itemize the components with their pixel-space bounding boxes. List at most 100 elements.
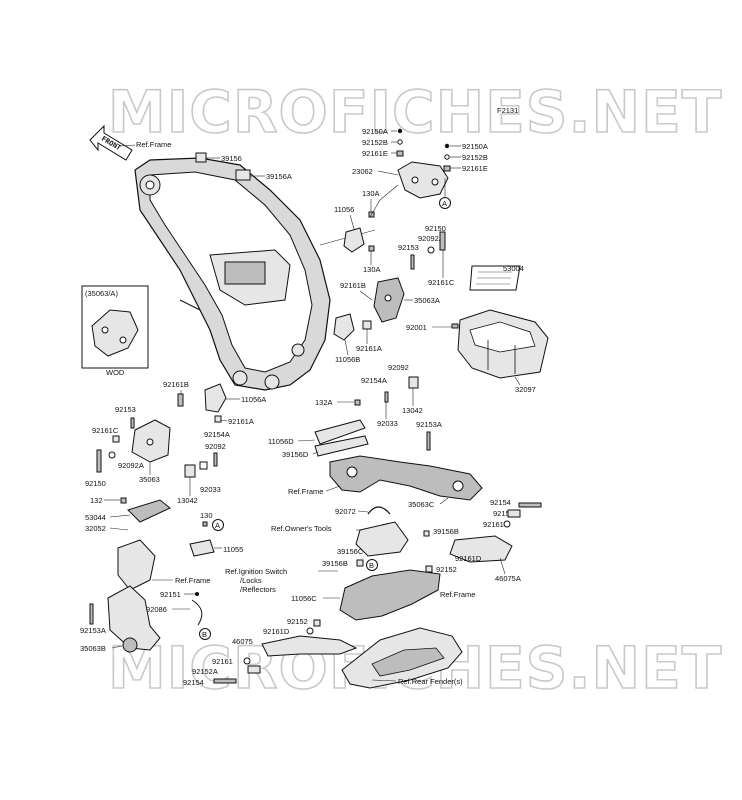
label-92150-2: 92150 — [85, 479, 106, 488]
label-92086: 92086 — [146, 605, 167, 614]
inset-box: (35063/A) WOD — [81, 285, 149, 377]
ref-frame-mid: Ref.Frame — [288, 487, 323, 496]
label-92161e-2: 92161E — [462, 164, 488, 173]
label-11055: 11055 — [223, 545, 243, 554]
label-92152-1: 92152 — [436, 565, 457, 574]
callout-a-top-icon — [439, 197, 451, 209]
label-92092: 92092 — [388, 363, 409, 372]
label-92150a-2: 92150A — [462, 142, 488, 151]
callout-b-left: B — [202, 630, 207, 639]
label-11056c: 11056C — [291, 594, 317, 603]
label-92092a-2: 92092A — [118, 461, 144, 470]
bracket-11056a — [204, 383, 227, 413]
label-92161a-2: 92161A — [228, 417, 254, 426]
label-11056d: 11056D — [268, 437, 294, 446]
footrest-46075 — [261, 635, 358, 657]
label-13042-2: 13042 — [177, 496, 198, 505]
rear-cowl-frame — [339, 569, 441, 621]
label-11056: 11056 — [334, 205, 354, 214]
label-39156b-1: 39156B — [433, 527, 459, 536]
label-53004: 53004 — [503, 264, 524, 273]
ref-owners-tools: Ref.Owner's Tools — [271, 524, 332, 533]
callout-b-right-icon — [366, 559, 378, 571]
label-35063c: 35063C — [408, 500, 435, 509]
label-92152b-1: 92152B — [362, 138, 388, 147]
label-92092-2: 92092 — [205, 442, 226, 451]
label-92161-1: 92161 — [483, 520, 504, 529]
label-92153-2: 92153 — [115, 405, 136, 414]
label-92161c-1: 92161C — [428, 278, 455, 287]
callout-b-right: B — [369, 561, 374, 570]
part-39156-icon — [195, 152, 207, 163]
callout-b-left-icon — [199, 628, 211, 640]
label-39156d: 39156D — [282, 450, 309, 459]
label-92161b-2: 92161B — [163, 380, 189, 389]
label-92092a-1: 92092A — [418, 234, 444, 243]
label-92154-2: 92154 — [183, 678, 204, 687]
label-53044: 53044 — [85, 513, 106, 522]
label-92033-2: 92033 — [200, 485, 221, 494]
callout-a-left: A — [215, 521, 220, 530]
label-92033-1: 92033 — [377, 419, 398, 428]
ref-ignition-3: /Reflectors — [240, 585, 276, 594]
label-92001: 92001 — [406, 323, 427, 332]
label-92154a-2: 92154A — [204, 430, 230, 439]
label-130a-1: 130A — [362, 189, 380, 198]
ref-rear-fender: Ref.Rear Fender(s) — [398, 677, 463, 686]
label-46075: 46075 — [232, 637, 253, 646]
label-92153a-2: 92153A — [80, 626, 106, 635]
label-132: 132 — [90, 496, 103, 505]
inset-label: (35063/A) — [85, 289, 118, 298]
bracket-23062 — [397, 161, 449, 199]
label-92152-2: 92152 — [287, 617, 308, 626]
label-92161a-1: 92161A — [356, 344, 382, 353]
callout-a-top: A — [442, 199, 447, 208]
callout-a-left-icon — [212, 519, 224, 531]
label-92152a-1: 92152A — [493, 509, 519, 518]
label-35063a: 35063A — [414, 296, 440, 305]
label-32052: 32052 — [85, 524, 106, 533]
footrest-46075a — [449, 535, 513, 563]
ref-frame-left: Ref.Frame — [175, 576, 210, 585]
watermark-top: MICROFICHES.NET — [108, 78, 722, 146]
label-92161d-1: 92161D — [455, 554, 482, 563]
label-92154a-1: 92154A — [361, 376, 387, 385]
ref-frame-right: Ref.Frame — [440, 590, 475, 599]
bracket-35063b — [107, 585, 161, 651]
label-92161c-2: 92161C — [92, 426, 119, 435]
label-92161e-1: 92161E — [362, 149, 388, 158]
inset-tag: WOD — [106, 368, 125, 377]
label-23062: 23062 — [352, 167, 373, 176]
label-92150: 92150 — [425, 224, 446, 233]
label-92154-1: 92154 — [490, 498, 511, 507]
part-39156a-icon — [235, 169, 251, 181]
label-11056b: 11056B — [335, 355, 360, 364]
label-92152a-2: 92152A — [192, 667, 218, 676]
label-130: 130 — [200, 511, 213, 520]
label-92072: 92072 — [335, 507, 356, 516]
rear-subframe — [329, 455, 483, 501]
label-13042-1: 13042 — [402, 406, 423, 415]
ref-ignition-1: Ref.Ignition Switch — [225, 567, 287, 576]
label-130a-2: 130A — [363, 265, 381, 274]
label-39156c: 39156C — [337, 547, 364, 556]
label-92153-1: 92153 — [398, 243, 419, 252]
label-35063: 35063 — [139, 475, 160, 484]
ref-frame-top: Ref.Frame — [136, 140, 171, 149]
label-39156: 39156 — [221, 154, 242, 163]
label-39156a: 39156A — [266, 172, 292, 181]
bracket-11056 — [343, 227, 365, 253]
label-92161d-2: 92161D — [263, 627, 290, 636]
ref-ignition-2: /Locks — [240, 576, 262, 585]
label-39156b-2: 39156B — [322, 559, 348, 568]
label-92152b-2: 92152B — [462, 153, 488, 162]
label-92161-2: 92161 — [212, 657, 233, 666]
label-92161b-1: 92161B — [340, 281, 366, 290]
label-92153a-1: 92153A — [416, 420, 442, 429]
label-92151: 92151 — [160, 590, 181, 599]
label-32097: 32097 — [515, 385, 536, 394]
main-frame — [134, 157, 376, 391]
figure-id: F2131 — [497, 106, 518, 115]
label-92150a-1: 92150A — [362, 127, 388, 136]
